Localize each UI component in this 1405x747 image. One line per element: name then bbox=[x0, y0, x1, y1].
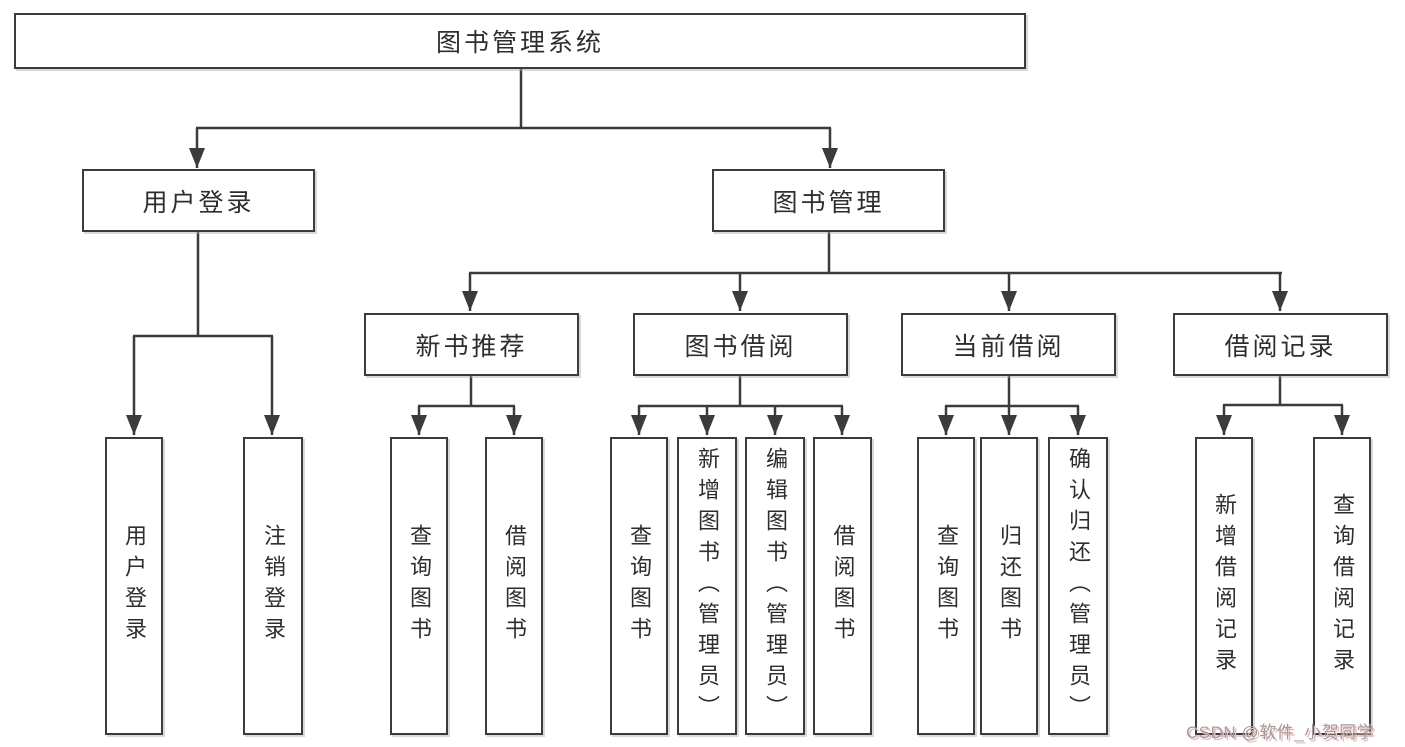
leaf-query-books-current: 查询图书 bbox=[917, 437, 975, 735]
connector-book-mgmt-branch bbox=[462, 231, 1288, 311]
connector-new-book-branch bbox=[411, 375, 522, 435]
leaf-edit-books-admin: 编辑图书（管理员） bbox=[745, 437, 805, 735]
node-user-login-label: 用户登录 bbox=[142, 188, 255, 217]
leaf-add-borrow-record: 新增借阅记录 bbox=[1195, 437, 1253, 735]
connector-book-borrow-branch bbox=[631, 375, 850, 435]
connector-user-login-branch bbox=[126, 231, 280, 435]
leaf-query-borrow-record: 查询借阅记录 bbox=[1313, 437, 1371, 735]
node-book-borrow: 图书借阅 bbox=[633, 313, 848, 376]
leaf-logout: 注销登录 bbox=[243, 437, 303, 735]
node-current-borrow-label: 当前借阅 bbox=[952, 332, 1065, 361]
connector-root-to-level2 bbox=[189, 69, 838, 168]
leaf-confirm-return-admin: 确认归还（管理员） bbox=[1048, 437, 1108, 735]
node-new-book-recommend: 新书推荐 bbox=[364, 313, 579, 376]
node-root: 图书管理系统 bbox=[14, 13, 1026, 69]
leaf-return-books: 归还图书 bbox=[980, 437, 1038, 735]
node-current-borrow: 当前借阅 bbox=[901, 313, 1116, 376]
node-user-login: 用户登录 bbox=[82, 169, 315, 232]
node-borrow-records-label: 借阅记录 bbox=[1224, 332, 1337, 361]
leaf-query-books-recommend: 查询图书 bbox=[390, 437, 448, 735]
leaf-borrow-books: 借阅图书 bbox=[813, 437, 872, 735]
leaf-add-books-admin: 新增图书（管理员） bbox=[677, 437, 737, 735]
node-borrow-records: 借阅记录 bbox=[1173, 313, 1388, 376]
node-new-book-recommend-label: 新书推荐 bbox=[415, 332, 528, 361]
leaf-user-login: 用户登录 bbox=[105, 437, 163, 735]
node-book-mgmt: 图书管理 bbox=[712, 169, 945, 232]
leaf-query-books-borrow: 查询图书 bbox=[610, 437, 668, 735]
leaf-borrow-books-recommend: 借阅图书 bbox=[485, 437, 543, 735]
connector-current-borrow-branch bbox=[938, 375, 1086, 435]
node-book-borrow-label: 图书借阅 bbox=[684, 332, 797, 361]
node-root-label: 图书管理系统 bbox=[435, 29, 604, 57]
csdn-watermark: CSDN @软件_小贺同学 bbox=[1186, 723, 1375, 742]
node-book-mgmt-label: 图书管理 bbox=[772, 188, 885, 217]
connector-borrow-records-branch bbox=[1216, 375, 1350, 435]
